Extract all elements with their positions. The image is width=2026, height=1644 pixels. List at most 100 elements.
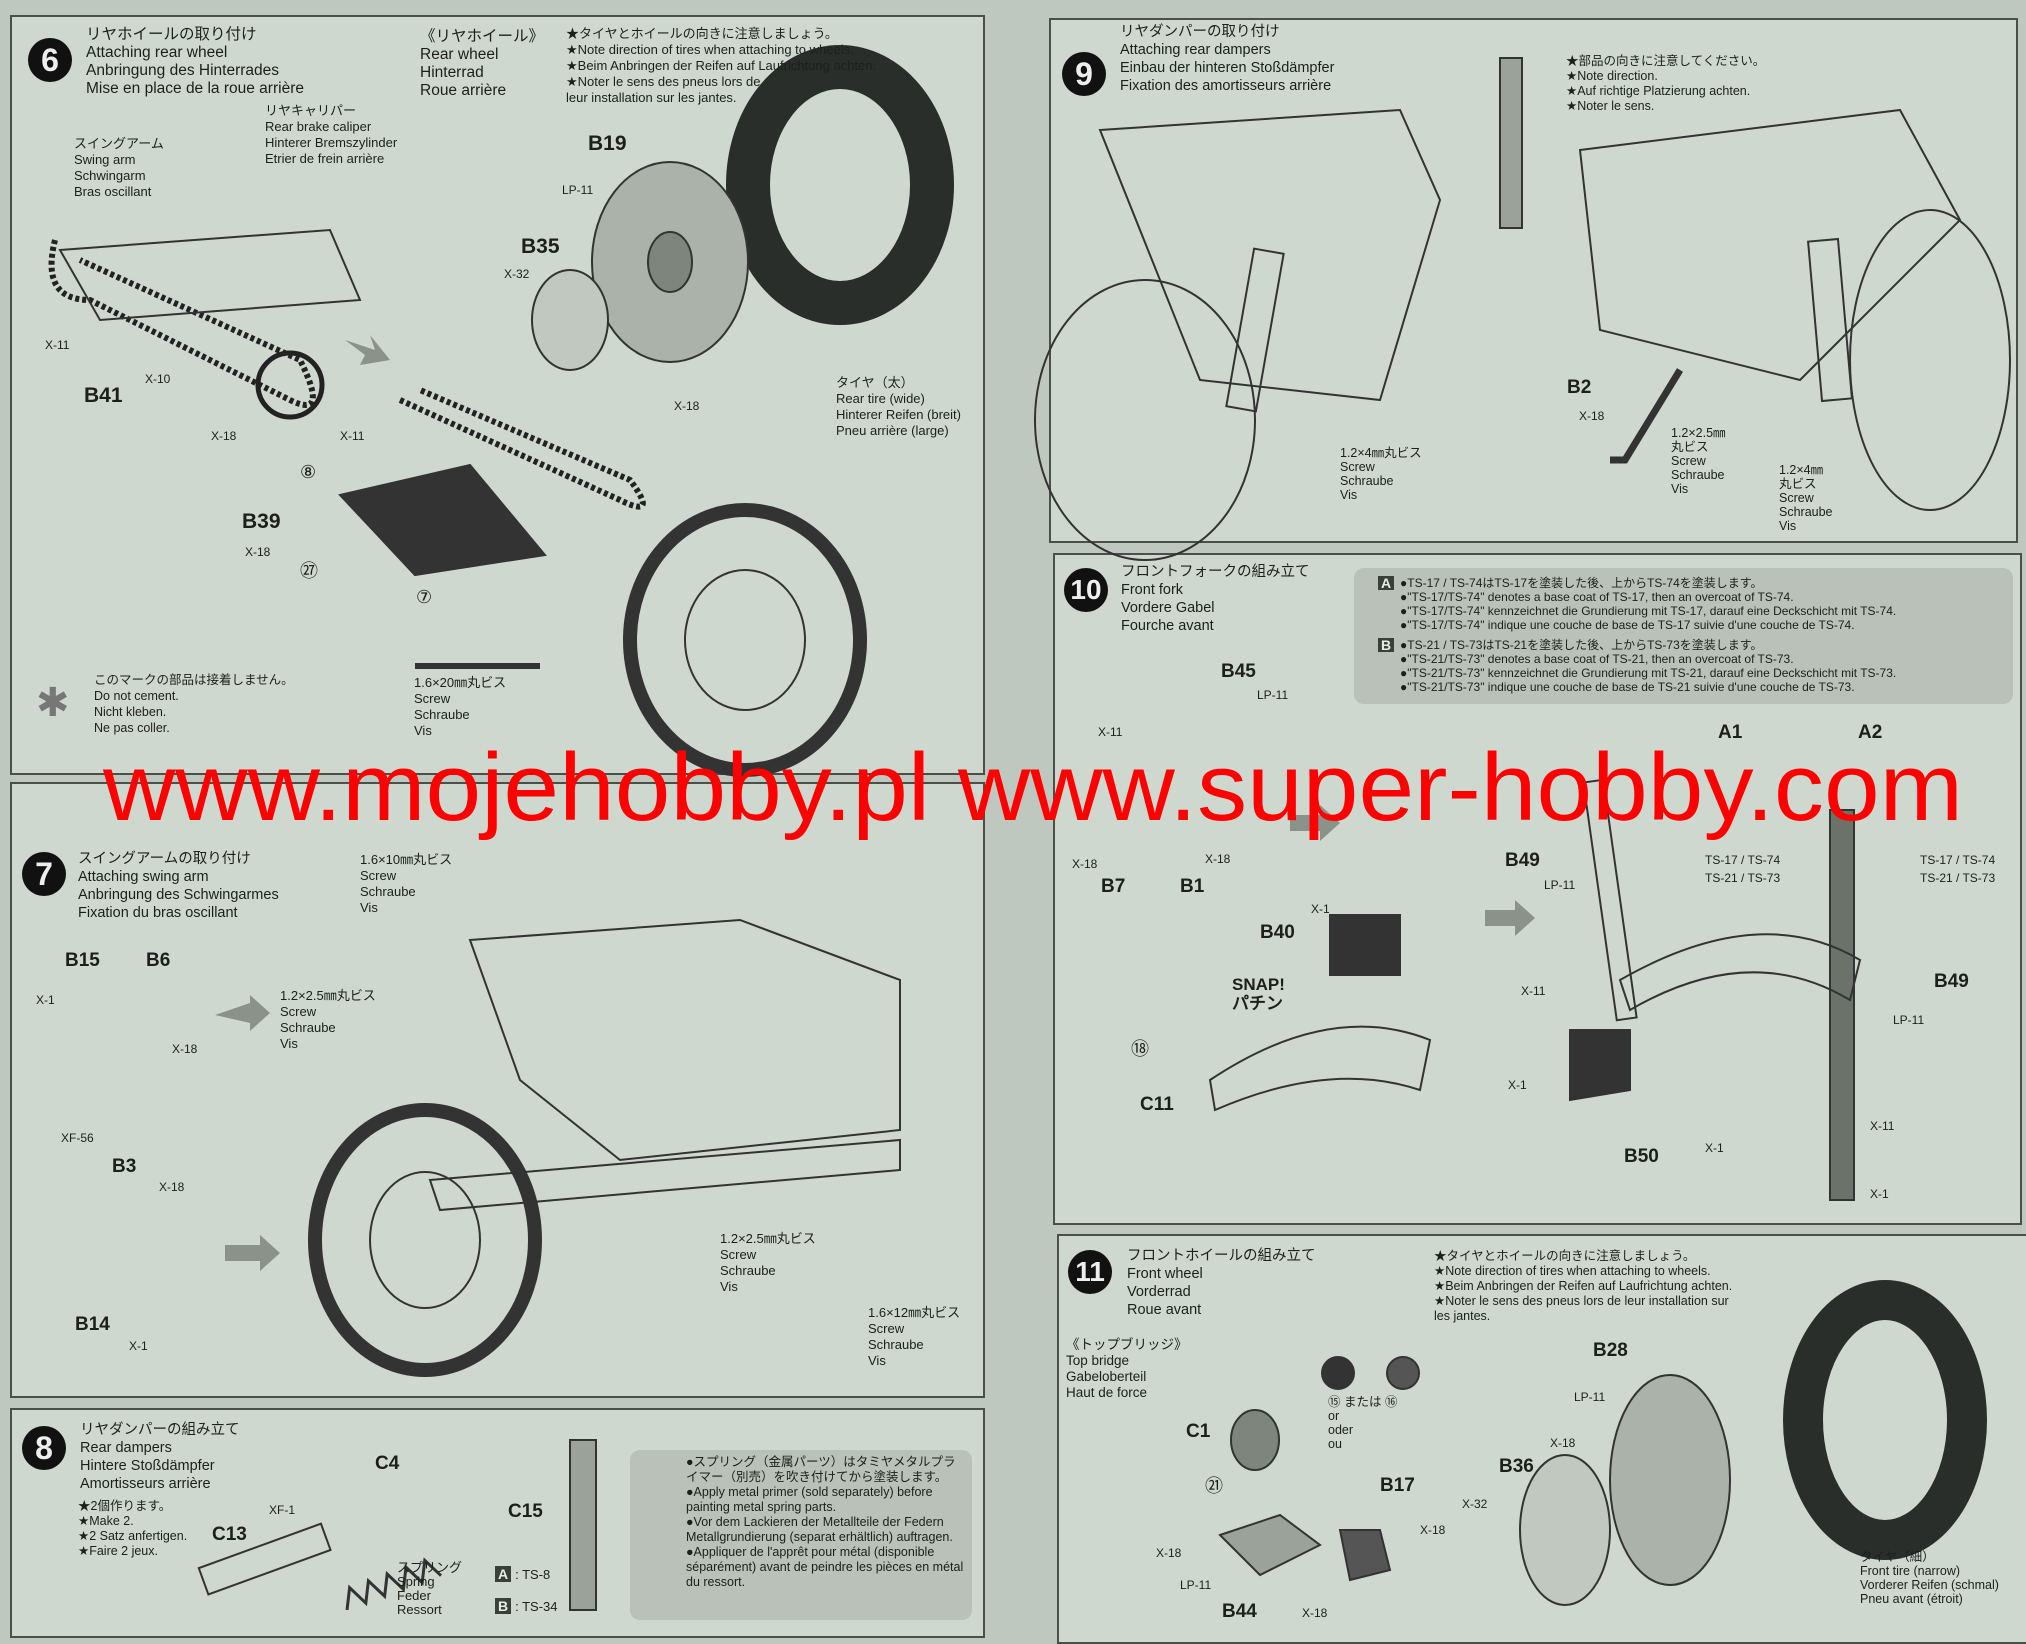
part-b39: B39 (242, 510, 281, 533)
step-10-title: フロントフォークの組み立て Front fork Vordere Gabel F… (1121, 564, 1310, 634)
paint-b-value: : TS-34 (515, 1599, 558, 1614)
screw-1-2x4-label: 1.2×4㎜丸ビス Screw Schraube Vis (1340, 446, 1422, 502)
swing-arm-label: スイングアーム Swing arm Schwingarm Bras oscill… (74, 136, 164, 199)
paint-b-text: ●TS-21 / TS-73はTS-21を塗装した後、上からTS-73を塗装しま… (1400, 638, 1897, 694)
part-x18: X-18 (172, 1042, 198, 1056)
frame-outline (468, 918, 901, 1162)
top-bridge-cap (1230, 1409, 1280, 1471)
swing-arm-step7 (428, 1138, 901, 1212)
part-b49: B49 (1934, 971, 1969, 992)
screw-1-2x2-5-label: 1.2×2.5㎜丸ビス Screw Schraube Vis (280, 988, 376, 1051)
fork-brace (1329, 914, 1401, 976)
paint-xf1: XF-1 (269, 1503, 296, 1517)
part-b19: B19 (588, 132, 627, 155)
make-two-note: ★2個作ります。 ★Make 2. ★2 Satz anfertigen. ★F… (78, 1499, 188, 1558)
fork-tube-right (1829, 809, 1855, 1201)
a1-paint-b: TS-21 / TS-73 (1705, 871, 1781, 885)
part-lp11: LP-11 (1893, 1013, 1925, 1027)
step-8-title: リヤダンパーの組み立て Rear dampers Hintere Stoßdäm… (80, 1422, 240, 1492)
step-7-number: 7 (22, 852, 66, 896)
tire-direction-note: ★タイヤとホイールの向きに注意しましょう。 ★Note direction of… (566, 26, 877, 105)
part-x18: X-18 (1550, 1436, 1576, 1450)
part-a2: A2 (1858, 722, 1883, 743)
bike-frame-left (1098, 108, 1442, 402)
part-b35: B35 (521, 235, 560, 258)
part-x18: X-18 (211, 429, 237, 443)
paint-b-badge: B (1378, 638, 1395, 652)
part-lp11: LP-11 (1257, 688, 1289, 702)
a2-paint-a: TS-17 / TS-74 (1920, 853, 1996, 867)
arrow-right-step10b (1290, 805, 1340, 841)
rear-wheel-hub (647, 231, 693, 293)
part-c11: C11 (1140, 1094, 1174, 1115)
part-lp11: LP-11 (1574, 1390, 1606, 1404)
step-7-panel (10, 782, 985, 1398)
rear-tire-label: タイヤ（太） Rear tire (wide) Hinterer Reifen … (836, 375, 961, 438)
part-xf56: XF-56 (61, 1131, 94, 1145)
step-11-title: フロントホイールの組み立て Front wheel Vorderrad Roue… (1127, 1248, 1316, 1318)
shock-spring (345, 1557, 443, 1611)
decal-15 (1321, 1356, 1355, 1390)
part-a1: A1 (1718, 722, 1743, 743)
part-b41: B41 (84, 384, 123, 407)
screw-1-2x2-5-label: 1.2×2.5㎜ 丸ビス Screw Schraube Vis (1671, 426, 1726, 496)
part-x18: X-18 (674, 399, 700, 413)
part-x18: X-18 (1072, 857, 1098, 871)
metal-primer-note-box (630, 1450, 972, 1620)
sprocket (255, 350, 325, 420)
part-b36: B36 (1499, 1456, 1534, 1477)
do-not-cement-note: このマークの部品は接着しません。 Do not cement. Nicht kl… (94, 673, 294, 735)
part-x1: X-1 (1705, 1141, 1724, 1155)
part-x32: X-32 (1462, 1497, 1488, 1511)
step-9-number: 9 (1062, 52, 1106, 96)
part-x1: X-1 (36, 993, 55, 1007)
rear-wheel-left-view (1034, 279, 1256, 561)
damper-body (197, 1522, 332, 1596)
front-tire-drawing (1783, 1280, 1987, 1560)
decal-callout-21: ㉑ (1205, 1476, 1223, 1496)
tire-direction-note: ★タイヤとホイールの向きに注意しましょう。 ★Note direction of… (1434, 1249, 1733, 1323)
part-c4: C4 (375, 1453, 400, 1474)
swing-arm (58, 228, 362, 322)
top-bridge (1218, 1513, 1322, 1577)
decal-choice-label: ⑮ または ⑯ or oder ou (1328, 1395, 1398, 1451)
part-c1: C1 (1186, 1421, 1211, 1442)
part-b44: B44 (1222, 1601, 1257, 1622)
paint-a-text: ●TS-17 / TS-74はTS-17を塗装した後、上からTS-74を塗装しま… (1400, 576, 1897, 632)
paint-instructions-box (1354, 568, 2013, 704)
shock-diagram (1499, 57, 1523, 229)
part-c13: C13 (212, 1524, 247, 1545)
part-x1: X-1 (129, 1339, 148, 1353)
spring-label: スプリング Spring Feder Ressort (397, 1560, 463, 1617)
step-7-title: スイングアームの取り付け Attaching swing arm Anbring… (78, 851, 279, 921)
rear-wheel-assembled (623, 503, 867, 777)
direction-note: ★部品の向きに注意してください。 ★Note direction. ★Auf r… (1566, 54, 1766, 113)
rear-wheel-inner (684, 569, 806, 711)
part-x18: X-18 (1302, 1606, 1328, 1620)
part-x1: X-1 (1508, 1078, 1527, 1092)
decal-16 (1386, 1356, 1420, 1390)
paint-b-badge: B (495, 1598, 512, 1614)
part-x18: X-18 (245, 545, 271, 559)
decal-callout-7: ⑦ (416, 587, 433, 607)
screw-1-6x20-label: 1.6×20㎜丸ビス Screw Schraube Vis (414, 675, 507, 738)
front-tire-label: タイヤ（細） Front tire (narrow) Vorderer Reif… (1860, 1550, 1999, 1606)
paint-a-value: : TS-8 (515, 1567, 551, 1582)
part-b6: B6 (146, 950, 171, 971)
front-fender (1208, 1025, 1432, 1112)
screw-1-2x2-5-label-2: 1.2×2.5㎜丸ビス Screw Schraube Vis (720, 1231, 816, 1294)
part-x32: X-32 (504, 267, 530, 281)
part-b17: B17 (1380, 1475, 1415, 1496)
step-6-title: リヤホイールの取り付け Attaching rear wheel Anbring… (86, 26, 304, 97)
arrow-down (345, 335, 390, 365)
shock-right (1807, 237, 1853, 403)
part-b1: B1 (1180, 876, 1205, 897)
part-x18: X-18 (1579, 409, 1605, 423)
a2-paint-b: TS-21 / TS-73 (1920, 871, 1996, 885)
part-b14: B14 (75, 1314, 110, 1335)
arrow-right-2 (225, 1235, 280, 1271)
a1-paint-a: TS-17 / TS-74 (1705, 853, 1781, 867)
part-x11: X-11 (45, 338, 70, 352)
part-b2: B2 (1567, 377, 1592, 398)
